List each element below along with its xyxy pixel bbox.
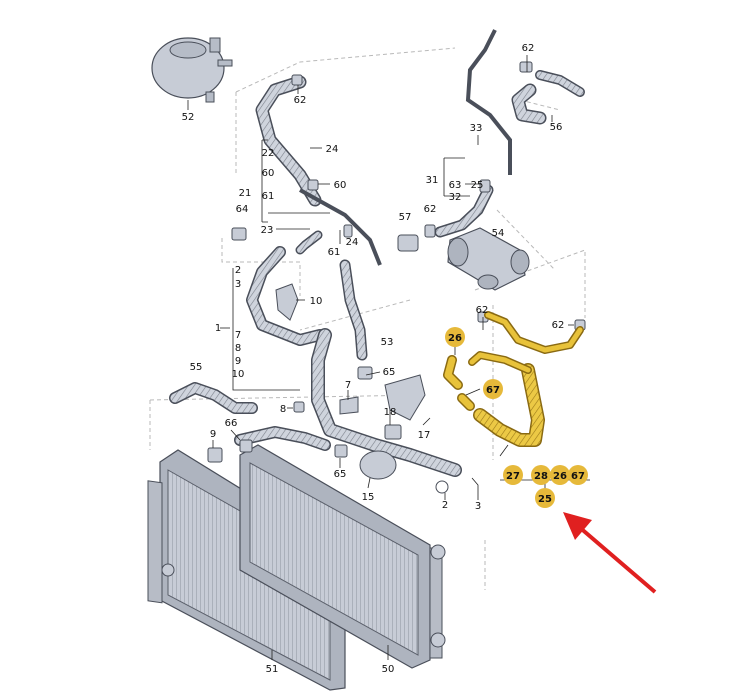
thermostat-housing-54 [447,227,530,291]
svg-text:26: 26 [448,333,462,344]
svg-text:27: 27 [506,471,520,482]
part-label: 10 [310,296,323,307]
part-label: 8 [280,404,286,415]
svg-text:25: 25 [538,494,552,505]
part-label: 18 [384,407,397,418]
part-label: 9 [210,429,216,440]
highlighted-hose-assembly [443,311,584,447]
part-label: 17 [418,430,431,441]
radiator-50 [239,444,446,669]
badge-27: 27 [503,465,523,485]
part-label: 9 [235,356,241,367]
part-label: 33 [470,123,483,134]
part-label: 60 [262,168,275,179]
badge-67a: 67 [483,379,503,399]
part-label: 60 [334,180,347,191]
part-label: 63 [449,180,462,191]
leader-lines [187,55,590,660]
badge-26a: 26 [445,327,465,347]
part-label: 53 [381,337,394,348]
svg-text:28: 28 [534,471,548,482]
part-label: 62 [476,305,489,316]
part-label: 62 [552,320,565,331]
svg-text:67: 67 [486,385,500,396]
part-label: 21 [239,188,252,199]
part-label: 7 [345,380,351,391]
part-label: 22 [262,148,275,159]
part-label: 32 [449,192,462,203]
svg-text:67: 67 [571,471,585,482]
part-label: 66 [225,418,238,429]
part-label: 61 [328,247,341,258]
part-label: 62 [522,43,535,54]
part-label: 62 [424,204,437,215]
part-label: 56 [550,122,563,133]
part-label: 8 [235,343,241,354]
part-label: 62 [294,95,307,106]
part-label: 54 [492,228,505,239]
part-label: 24 [346,237,359,248]
part-label: 31 [426,175,439,186]
part-label: 24 [326,144,339,155]
part-label: 52 [182,112,195,123]
part-label: 3 [235,279,241,290]
part-label: 2 [235,265,241,276]
part-label: 65 [334,469,347,480]
badge-28: 28 [531,465,551,485]
part-label: 50 [382,664,395,675]
expansion-tank-52 [151,37,233,103]
part-label: 3 [475,501,481,512]
part-label: 7 [235,330,241,341]
part-label: 25 [471,180,484,191]
part-label: 64 [236,204,249,215]
part-label: 2 [442,500,448,511]
red-arrow-icon [563,512,657,594]
part-label: 1 [215,323,221,334]
badge-25: 25 [535,488,555,508]
part-label: 51 [266,664,279,675]
part-label: 10 [232,369,245,380]
part-label: 65 [383,367,396,378]
metal-pipes [299,29,512,266]
small-parts [207,61,586,494]
part-label: 55 [190,362,203,373]
svg-text:26: 26 [553,471,567,482]
highlighted-part-labels: 26 67 27 28 26 67 25 [445,327,588,508]
part-label: 57 [399,212,412,223]
badge-67b: 67 [568,465,588,485]
assembly-guide-lines [149,47,586,590]
coolant-hoses [169,70,585,477]
badge-26b: 26 [550,465,570,485]
part-label: 15 [362,492,375,503]
part-label: 61 [262,191,275,202]
part-label: 23 [261,225,274,236]
part-labels: 52 62 62 56 33 24 22 60 60 21 61 31 63 2… [182,43,565,675]
